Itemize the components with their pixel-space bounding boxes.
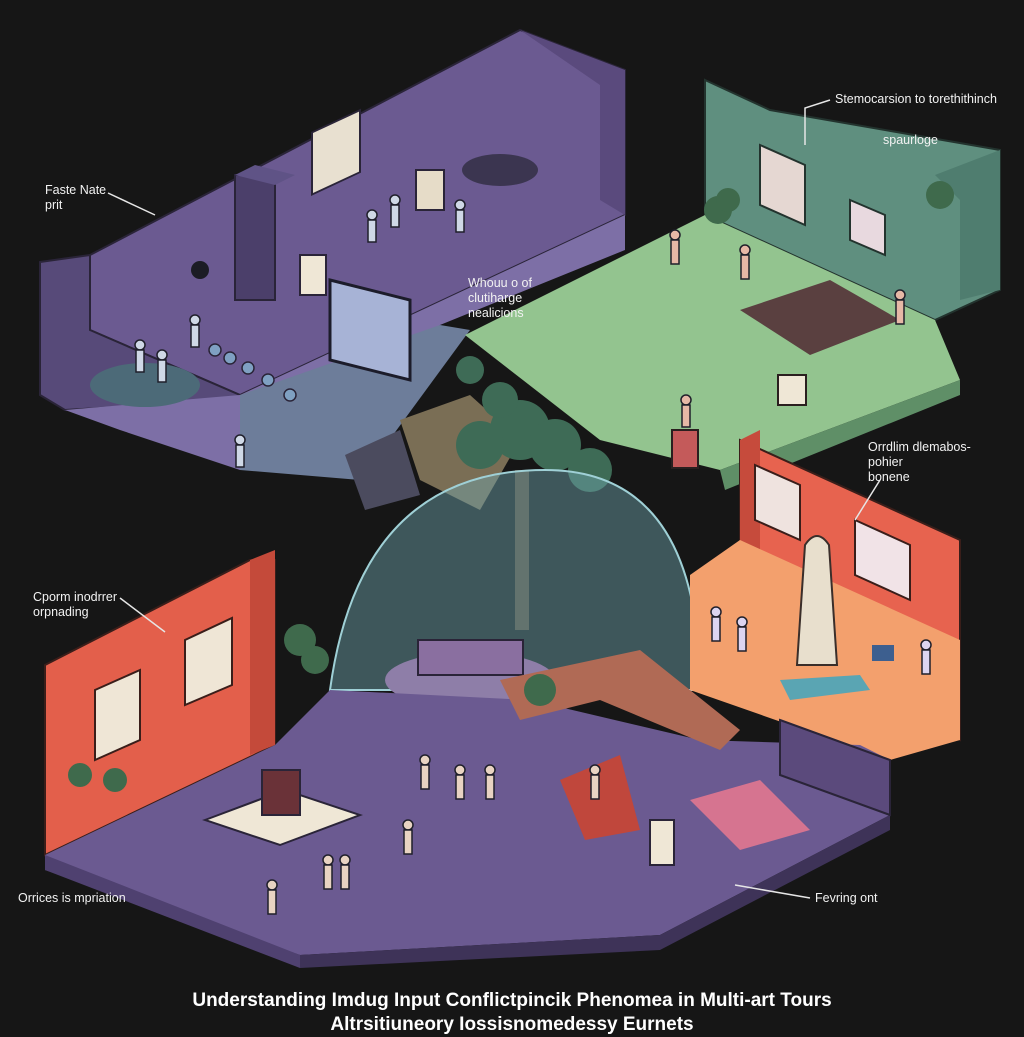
poster-subtitle: Altrsitiuneory Iossisnomedessy Eurnets — [330, 1014, 694, 1035]
callout-lines — [107, 99, 881, 899]
callout-orrices: Orrices is mpriation — [18, 891, 126, 905]
orange-gallery-room — [690, 430, 961, 760]
callout-feviring: Fevring ont — [815, 891, 878, 905]
callout-stemocarsion: Stemocarsion to torethithinch — [835, 92, 997, 106]
poster-title: Understanding Imdug Input Conflictpincik… — [192, 990, 832, 1011]
central-tree-collapse — [328, 356, 702, 708]
green-gallery-room — [465, 78, 1001, 490]
callout-spaurloge: spaurloge — [883, 133, 938, 147]
purple-gallery-room — [39, 28, 626, 480]
